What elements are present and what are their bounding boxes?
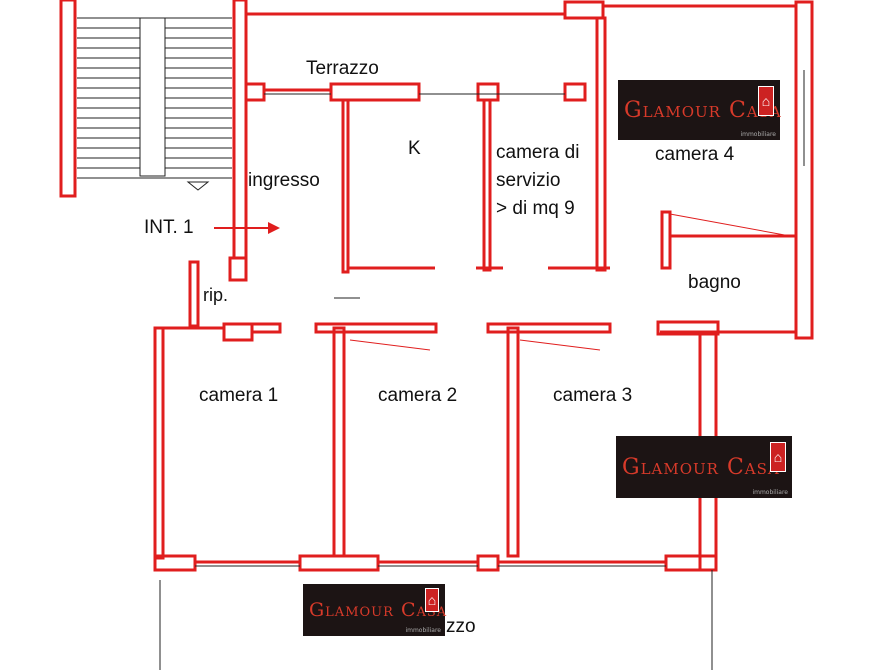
ingresso-label: ingresso [248,170,320,191]
house-icon: ⌂ [425,588,439,612]
door-swing-3 [519,339,601,351]
bagno-wall-left [660,210,672,270]
camera2-label: camera 2 [378,385,458,406]
camera1-label: camera 1 [199,385,279,406]
stair-arrow [186,181,210,191]
watermark-logo-sub: immobiliare [752,489,788,496]
bedroom-post-2 [250,322,282,334]
bottom-post-2 [298,554,380,572]
rip-post [228,256,248,282]
service-room-label-2: servizio [496,170,561,191]
service-room-label-1: camera di [496,142,580,163]
bedroom-divider-2 [506,326,520,558]
service-room-label-3: > di mq 9 [496,198,575,219]
service-wall-left [482,98,492,272]
door-swing-2 [349,339,431,351]
watermark-logo-sub: immobiliare [405,627,441,634]
kitchen-label: K [408,138,421,159]
bedroom-wall-left [153,326,165,560]
bottom-post-4 [664,554,718,572]
kitchen-wall-left [341,98,350,274]
terrazzo-top-label: Terrazzo [306,58,379,79]
terrace-post-2 [329,82,421,102]
terrace-post-4 [563,82,587,102]
stair-wall-left [59,0,77,198]
right-wall [794,0,814,340]
camera4-label: camera 4 [655,144,735,165]
rip-wall [188,260,200,328]
terrace-post-1 [244,82,266,102]
door-swing [669,213,791,237]
watermark-logo-3: Glamour Casa ⌂ immobiliare [303,584,448,636]
watermark-logo-text: Glamour Casa [622,454,780,480]
stair-well [139,17,166,177]
entrance-arrow-icon [214,222,280,234]
int1-label: INT. 1 [144,217,194,238]
watermark-logo-sub: immobiliare [740,131,776,138]
rip-label: rip. [203,285,229,305]
bedroom-post-1 [222,322,254,342]
watermark-logo-text: Glamour Casa [309,599,448,621]
house-icon: ⌂ [758,86,774,116]
watermark-logo-2: Glamour Casa ⌂ immobiliare [616,436,792,498]
camera3-label: camera 3 [553,385,633,406]
top-pillar [563,0,605,20]
house-icon: ⌂ [770,442,786,472]
terrazzo-bottom-label: zzo [446,616,476,637]
bedroom-wall-top-2 [314,322,438,334]
camera4-wall-left [595,16,607,272]
terrace-post-3 [476,82,500,102]
bagno-post [656,320,720,336]
bedroom-wall-top-3 [486,322,612,334]
bedroom-divider-1 [332,326,346,558]
watermark-logo-1: Glamour Casa ⌂ immobiliare [618,80,782,140]
watermark-logo-text: Glamour Casa [624,97,782,123]
bagno-label: bagno [688,272,741,293]
bottom-post-3 [476,554,500,572]
